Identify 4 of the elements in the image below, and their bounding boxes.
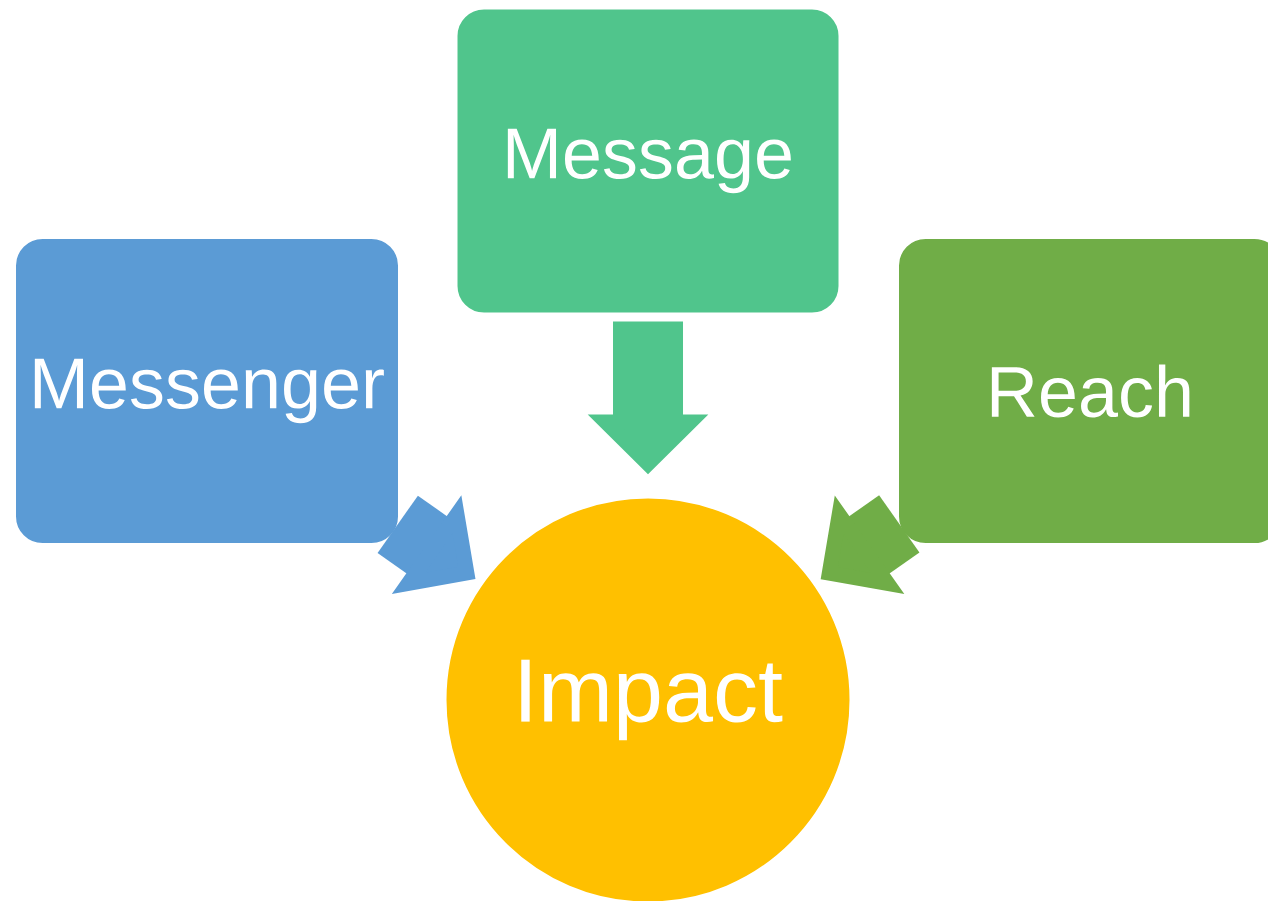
rounded-box: Reach bbox=[896, 236, 1268, 546]
rounded-box: Messenger bbox=[13, 236, 401, 546]
rounded-box: Message bbox=[454, 6, 842, 316]
circle-node: Impact bbox=[443, 495, 853, 901]
